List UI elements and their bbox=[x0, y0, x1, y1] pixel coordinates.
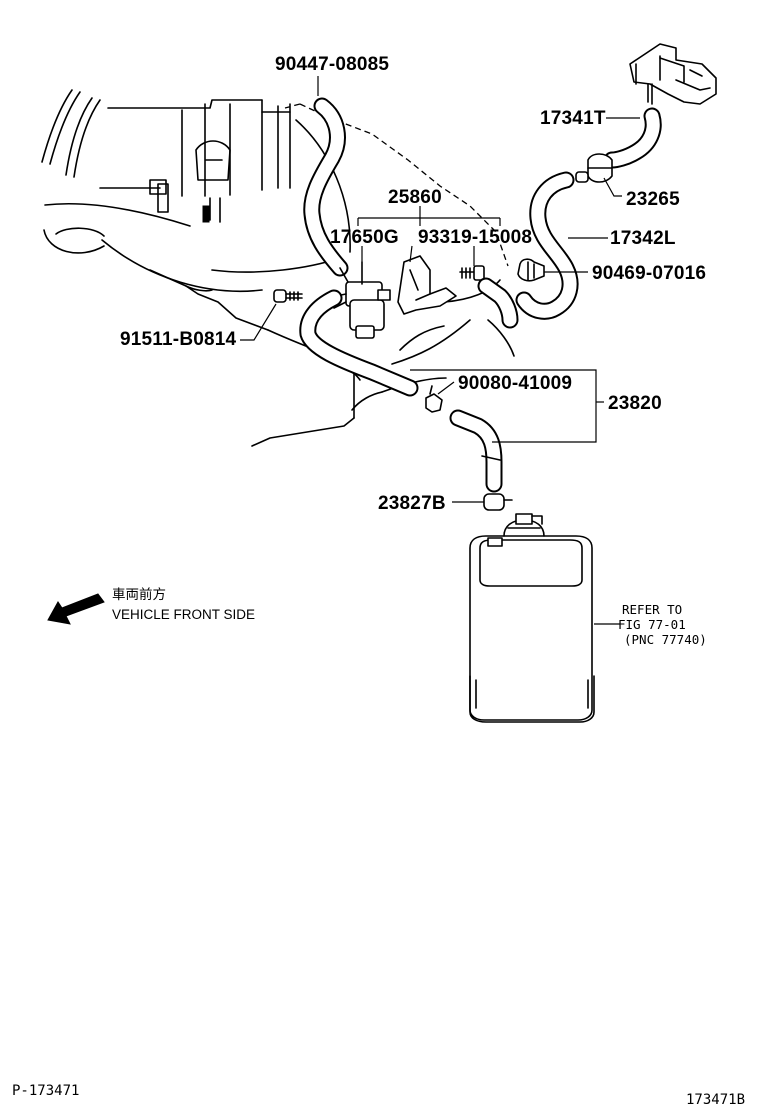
hose-90447 bbox=[303, 97, 349, 277]
label-17342l: 17342L bbox=[610, 228, 676, 249]
leader-lines bbox=[240, 76, 640, 625]
hose-17341t bbox=[603, 107, 662, 169]
footer-left-code: P-173471 bbox=[12, 1083, 79, 1099]
bracket-25860 bbox=[397, 255, 457, 315]
hose-route-dashed-2 bbox=[284, 103, 301, 109]
fitting-90080 bbox=[425, 385, 443, 413]
hose-17342l bbox=[515, 171, 579, 320]
engine-block-top-right bbox=[629, 43, 717, 105]
bolt-93319 bbox=[459, 265, 485, 281]
bolt-91511 bbox=[273, 289, 303, 303]
refer-line-1: REFER TO bbox=[622, 602, 682, 617]
front-arrow-icon bbox=[47, 593, 105, 625]
hose-short-right bbox=[477, 277, 519, 329]
hose-23820-upper bbox=[299, 289, 419, 397]
clip-90469 bbox=[517, 258, 545, 282]
engine-intake-outline bbox=[41, 89, 515, 447]
hose-23820-lower bbox=[449, 409, 503, 493]
label-23265: 23265 bbox=[626, 189, 680, 210]
label-90469-07016: 90469-07016 bbox=[592, 263, 706, 284]
label-91511-b0814: 91511-B0814 bbox=[120, 329, 237, 350]
label-90080-41009: 90080-41009 bbox=[458, 373, 572, 394]
direction-english: VEHICLE FRONT SIDE bbox=[112, 607, 255, 622]
joint-23827b bbox=[483, 493, 513, 511]
refer-line-3: (PNC 77740) bbox=[624, 632, 707, 647]
label-23820: 23820 bbox=[608, 393, 662, 414]
charcoal-canister bbox=[469, 513, 595, 723]
label-17341t: 17341T bbox=[540, 108, 606, 129]
label-17650g: 17650G bbox=[330, 227, 399, 248]
refer-line-2: FIG 77-01 bbox=[618, 617, 686, 632]
label-93319-15008: 93319-15008 bbox=[418, 227, 532, 248]
label-90447-08085: 90447-08085 bbox=[275, 54, 389, 75]
footer-right-code: 173471B bbox=[686, 1092, 745, 1108]
check-valve-23265 bbox=[575, 153, 613, 183]
direction-japanese: 車両前方 bbox=[112, 586, 166, 602]
label-23827b: 23827B bbox=[378, 493, 446, 514]
label-25860: 25860 bbox=[388, 187, 442, 208]
vsv-valve-17650g bbox=[333, 261, 391, 339]
